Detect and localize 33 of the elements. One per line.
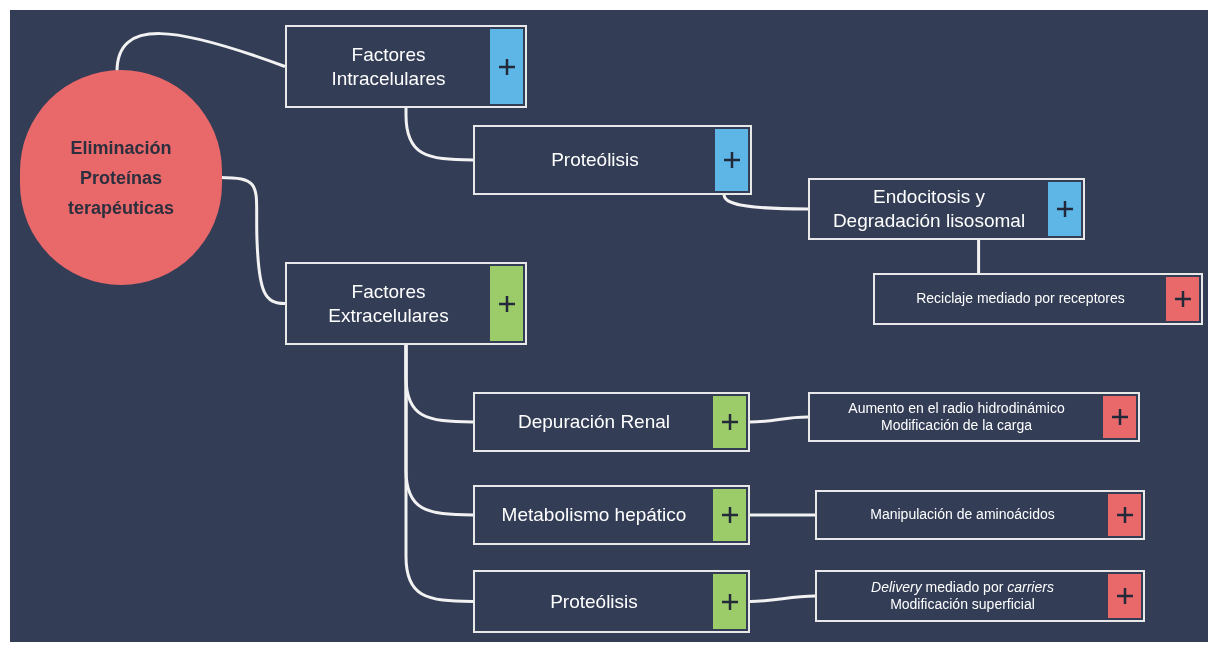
- topic-box: [815, 570, 1145, 622]
- topic-box: [473, 570, 750, 633]
- connector-line: [722, 193, 808, 211]
- topic-label: Depuración Renal: [517, 410, 671, 434]
- connector-line: [404, 108, 473, 162]
- connector-line: [115, 32, 286, 73]
- connector-line: [749, 594, 816, 603]
- topic-label: Modificación de la carga: [881, 417, 1032, 435]
- topic-label: Modificación superficial: [890, 596, 1035, 614]
- topic-box: [808, 392, 1140, 442]
- topic-label: Proteólisis: [550, 589, 638, 614]
- topic-label: Aumento en el radio hidrodinámico: [848, 399, 1065, 417]
- topic-box: [473, 125, 752, 195]
- topic-label: Delivery mediado por carriers: [871, 578, 1054, 596]
- topic-label: Proteólisis: [551, 148, 639, 172]
- topic-label: Factores Extracelulares: [327, 279, 450, 328]
- topic-box: [473, 485, 750, 545]
- topic-label: Manipulación de aminoácidos: [870, 506, 1055, 524]
- connector-line: [750, 513, 815, 517]
- topic-box: [808, 178, 1085, 240]
- topic-box: [815, 490, 1145, 540]
- topic-box: [473, 392, 750, 452]
- connector-line: [749, 415, 809, 424]
- topic-title: Eliminación Proteínas terapéuticas: [66, 136, 176, 220]
- topic-box: [285, 262, 527, 345]
- topic-label: Factores Intracelulares: [330, 42, 447, 91]
- topic-box: [873, 273, 1203, 325]
- topic-label: Reciclaje mediado por receptores: [916, 290, 1125, 308]
- connector-line: [977, 240, 981, 273]
- topic-label: Endocitosis y Degradación lisosomal: [831, 185, 1027, 233]
- connector-line: [404, 345, 473, 603]
- topic-label: Metabolismo hepático: [501, 503, 687, 527]
- topic-box: [285, 25, 527, 108]
